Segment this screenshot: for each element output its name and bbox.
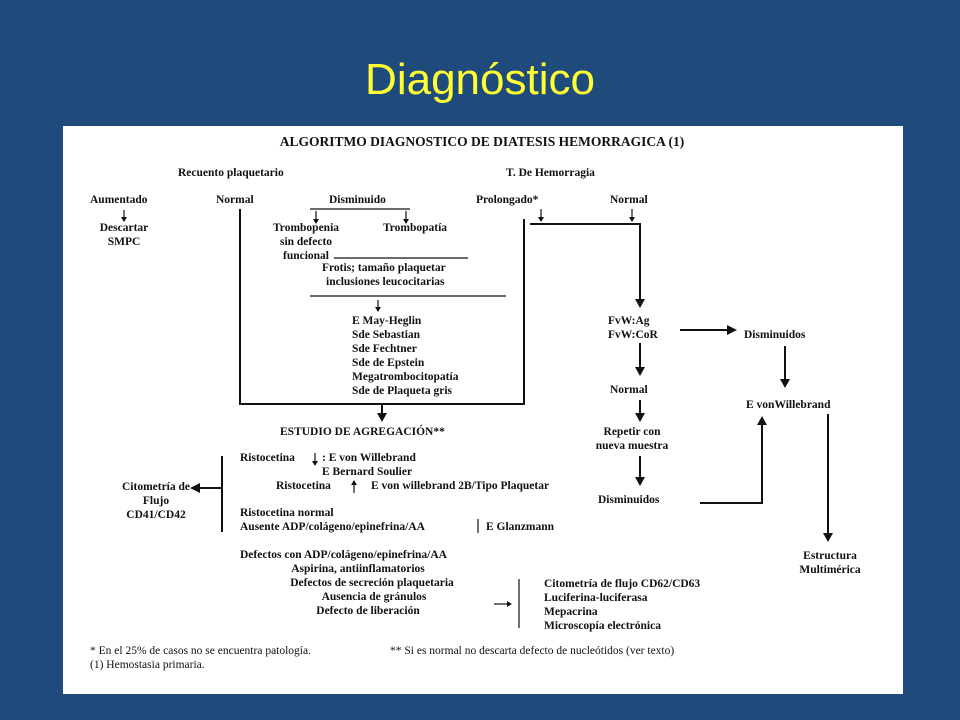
node-glanzmann: E Glanzmann: [486, 521, 555, 533]
node-repetir: Repetir con: [604, 426, 662, 438]
syndrome-item: E May-Heglin: [352, 315, 422, 327]
node-ristocetina-normal: Ristocetina normal: [240, 507, 334, 519]
footnote: * En el 25% de casos no se encuentra pat…: [90, 645, 311, 657]
node-citometria: Citometría de: [122, 481, 190, 493]
node-citometria: Flujo: [143, 495, 169, 507]
node-trombopatia: Trombopatía: [383, 222, 447, 234]
node-estructura: Estructura: [803, 550, 857, 562]
footnote: ** Si es normal no descarta defecto de n…: [390, 645, 674, 657]
test-item: Luciferina-luciferasa: [544, 592, 648, 604]
defect-item: Defecto de liberación: [316, 605, 420, 617]
defect-item: Ausencia de gránulos: [322, 591, 427, 603]
node-frotis: inclusiones leucocitarias: [326, 276, 445, 288]
defect-item: Defectos de secreción plaquetaria: [290, 577, 454, 589]
node-e-vonwillebrand: E vonWillebrand: [746, 399, 831, 411]
syndrome-item: Sde Fechtner: [352, 343, 417, 355]
node-normal-fvw: Normal: [610, 384, 648, 396]
syndrome-item: Sde de Epstein: [352, 357, 425, 369]
node-disminuidos-repetir: Disminuidos: [598, 494, 660, 506]
node-ristocetina-baja: Ristocetina: [240, 452, 295, 464]
defect-item: Defectos con ADP/colágeno/epinefrina/AA: [240, 549, 448, 561]
node-disminuido: Disminuido: [329, 194, 386, 206]
node-vw-1: : E von Willebrand: [322, 452, 416, 464]
node-disminuidos-fvw: Disminuidos: [744, 329, 806, 341]
node-vw-2b: E von willebrand 2B/Tipo Plaquetar: [371, 480, 549, 492]
node-aumentado: Aumentado: [90, 194, 148, 206]
node-normal-th: Normal: [610, 194, 648, 206]
test-item: Mepacrina: [544, 606, 598, 618]
diagram-panel: [63, 126, 903, 694]
node-prolongado: Prolongado*: [476, 194, 539, 206]
node-repetir: nueva muestra: [596, 440, 669, 452]
node-ristocetina-alta: Ristocetina: [276, 480, 331, 492]
node-normal-plaquetario: Normal: [216, 194, 254, 206]
test-item: Microscopía electrónica: [544, 620, 661, 632]
slide-title: Diagnóstico: [365, 55, 595, 104]
node-frotis: Frotis; tamaño plaquetar: [322, 262, 446, 274]
diagram-title: ALGORITMO DIAGNOSTICO DE DIATESIS HEMORR…: [280, 134, 684, 149]
footnote: (1) Hemostasia primaria.: [90, 659, 205, 671]
test-item: Citometría de flujo CD62/CD63: [544, 578, 700, 590]
node-fvw: FvW:CoR: [608, 329, 659, 341]
header-platelet-count: Recuento plaquetario: [178, 167, 284, 179]
connector-disminuidos-vwd: [700, 424, 763, 504]
node-estudio-agregacion: ESTUDIO DE AGREGACIÓN**: [280, 424, 445, 438]
node-estructura: Multimérica: [799, 564, 861, 576]
node-citometria: CD41/CD42: [126, 509, 186, 521]
syndrome-item: Sde de Plaqueta gris: [352, 385, 453, 397]
node-ausente: Ausente ADP/colágeno/epinefrina/AA: [240, 521, 426, 533]
connector-prolongado-fvw: [530, 223, 641, 300]
node-trombopenia: Trombopenia: [273, 222, 339, 234]
syndrome-item: Sde Sebastian: [352, 329, 421, 341]
syndrome-item: Megatrombocitopatía: [352, 371, 459, 383]
node-descartar: Descartar: [100, 222, 149, 234]
defect-item: Aspirina, antiinflamatorios: [291, 563, 425, 575]
node-descartar: SMPC: [108, 236, 141, 248]
node-fvw: FvW:Ag: [608, 315, 650, 327]
header-bleeding-time: T. De Hemorragia: [506, 167, 595, 179]
node-bernard-soulier: E Bernard Soulier: [322, 466, 412, 478]
node-trombopenia: funcional: [283, 250, 329, 262]
node-trombopenia: sin defecto: [280, 236, 332, 248]
